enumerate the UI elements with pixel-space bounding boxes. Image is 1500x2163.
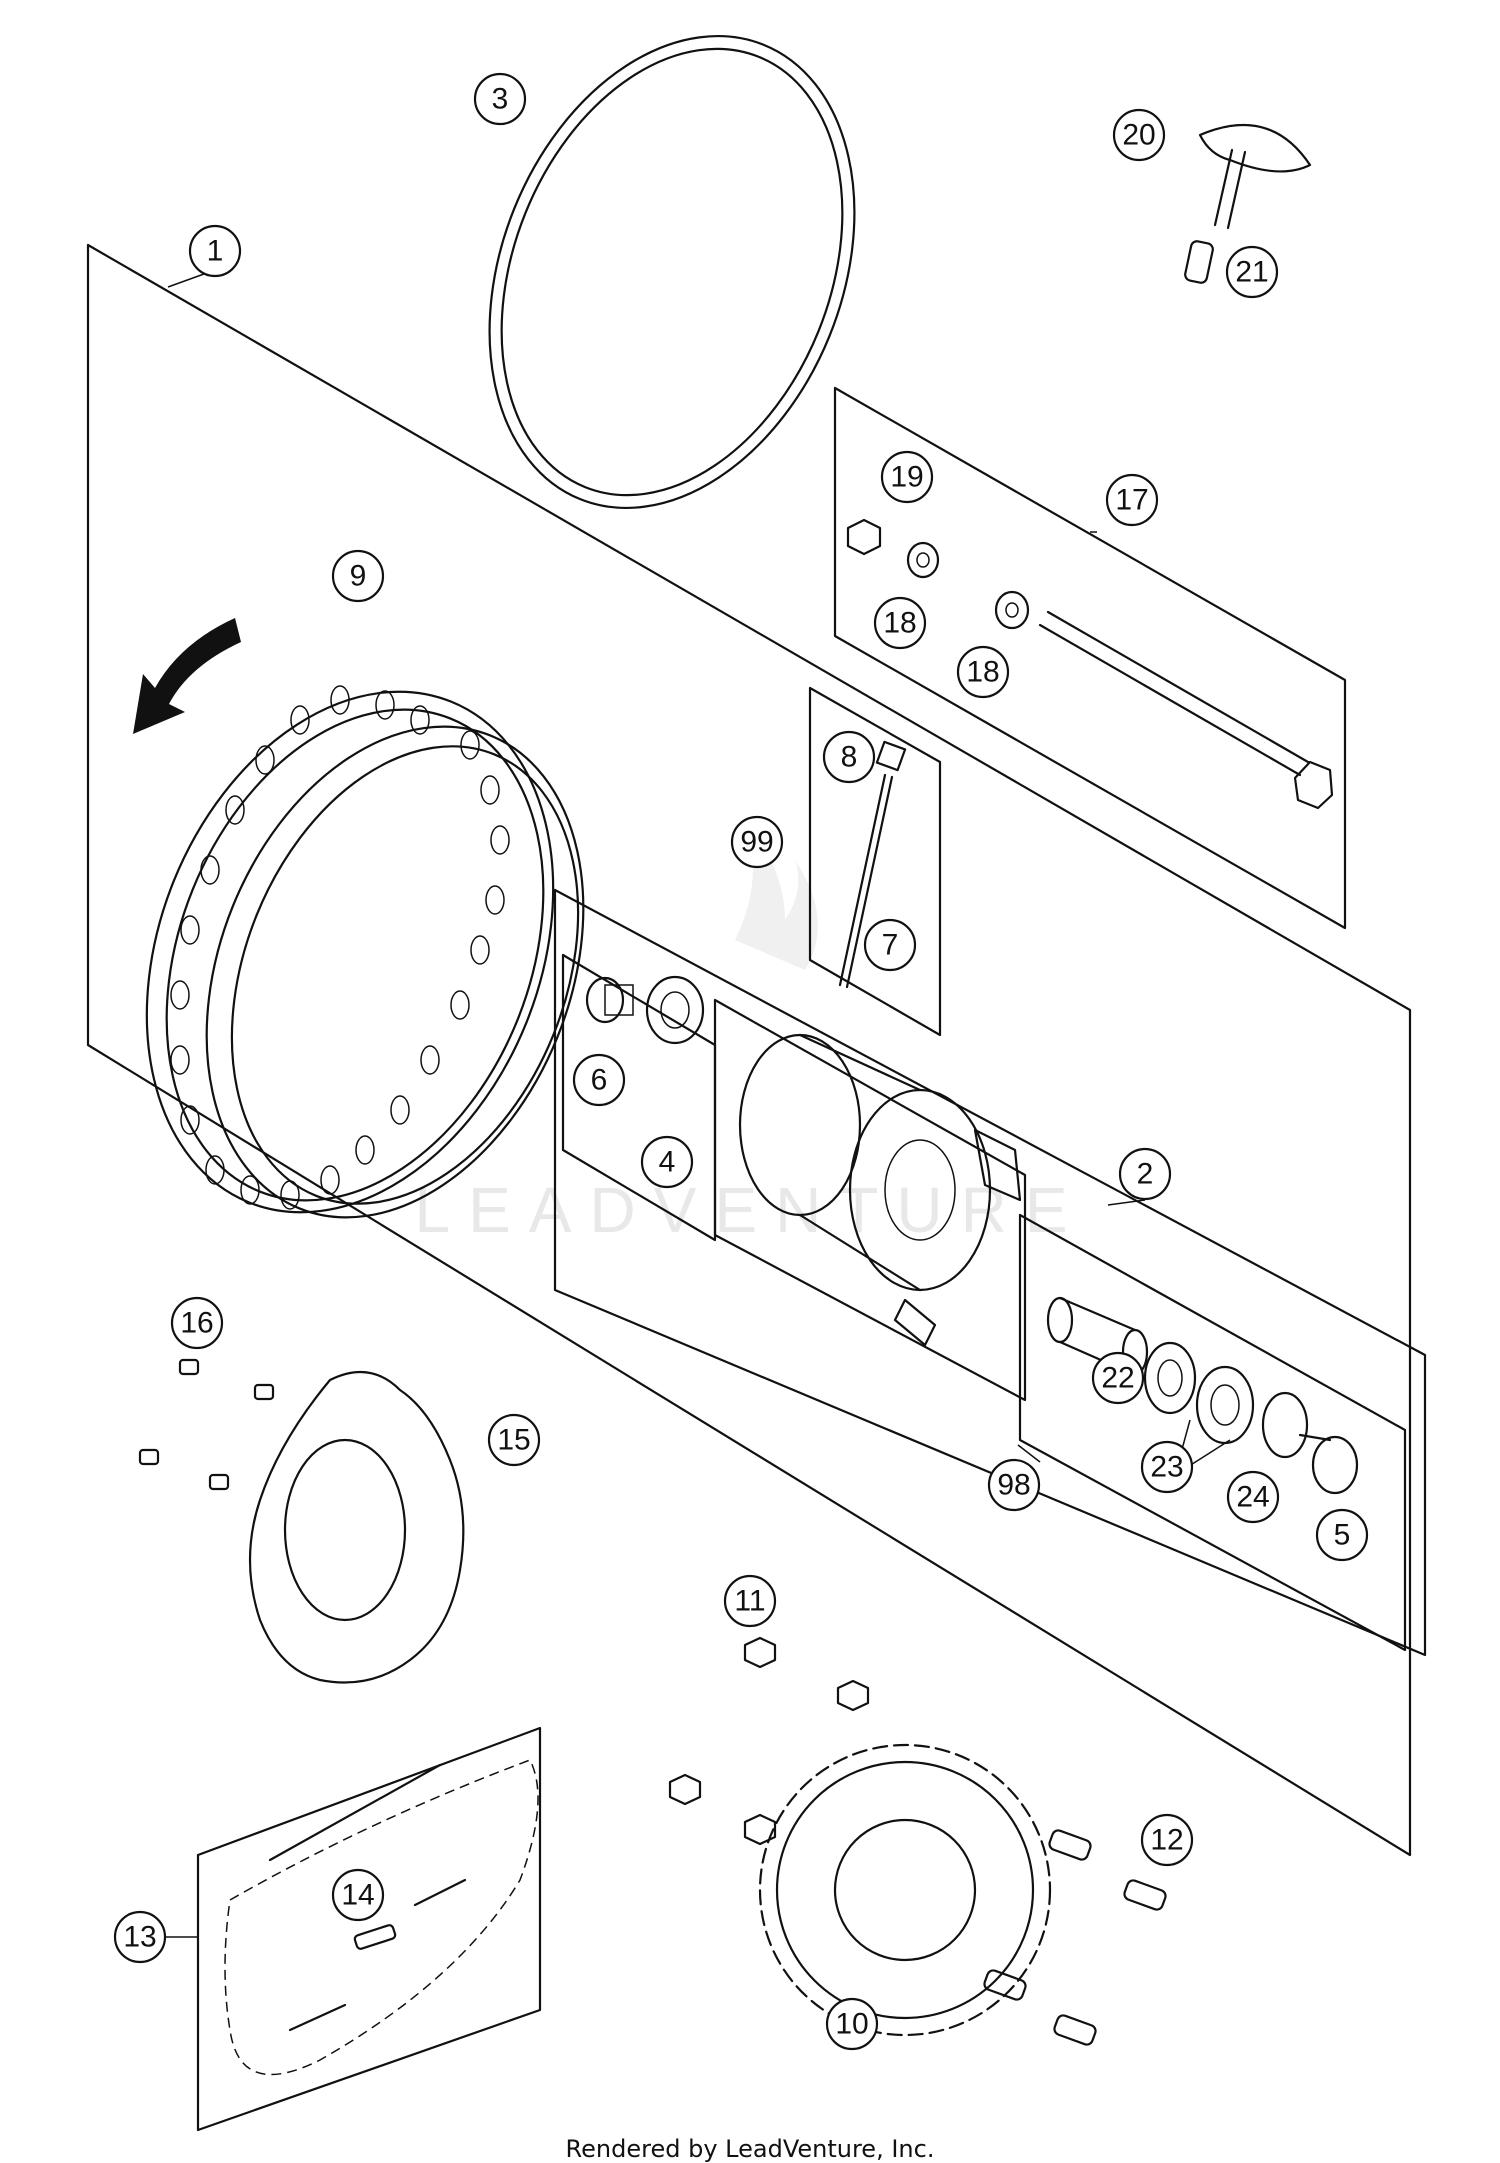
leadventure-watermark: LEADVENTURE: [415, 820, 1086, 1246]
svg-text:19: 19: [890, 461, 923, 494]
svg-text:99: 99: [740, 826, 773, 859]
sprocket-bolts: [983, 1829, 1167, 2046]
rim-tape: [488, 34, 856, 510]
svg-text:24: 24: [1236, 1481, 1269, 1514]
hub-assembly-frame: [553, 888, 1427, 1657]
chain-frame: [196, 1726, 542, 2132]
svg-text:16: 16: [180, 1307, 213, 1340]
callout-21[interactable]: 21: [1225, 245, 1279, 299]
valve-tool: [1184, 123, 1312, 284]
chain: [224, 1759, 539, 2076]
callout-11[interactable]: 11: [723, 1574, 777, 1628]
svg-text:7: 7: [882, 929, 899, 962]
callout-10[interactable]: 10: [825, 1997, 879, 2051]
svg-text:10: 10: [835, 2008, 868, 2041]
svg-text:12: 12: [1150, 1824, 1183, 1857]
hub: [738, 1033, 1022, 1347]
wheel-assembly-frame: [86, 243, 1412, 1857]
callout-1[interactable]: 1: [188, 224, 242, 278]
callout-18a[interactable]: 18: [873, 596, 927, 650]
svg-text:18: 18: [883, 607, 916, 640]
svg-text:21: 21: [1235, 256, 1268, 289]
leader-lines: [165, 269, 1231, 1938]
spoke-set-frame: [808, 686, 942, 1037]
spoke: [838, 740, 907, 989]
svg-text:23: 23: [1150, 1451, 1183, 1484]
callout-22[interactable]: 22: [1091, 1351, 1145, 1405]
svg-text:13: 13: [123, 1921, 156, 1954]
callout-6[interactable]: 6: [572, 1053, 626, 1107]
sprocket-nuts: [668, 1636, 870, 1846]
svg-text:15: 15: [497, 1424, 530, 1457]
callout-20[interactable]: 20: [1112, 108, 1166, 162]
callout-9[interactable]: 9: [331, 549, 385, 603]
callout-5[interactable]: 5: [1315, 1508, 1369, 1562]
svg-text:9: 9: [350, 560, 367, 593]
svg-text:11: 11: [734, 1585, 765, 1618]
svg-text:22: 22: [1101, 1362, 1134, 1395]
callout-14[interactable]: 14: [331, 1868, 385, 1922]
callout-16[interactable]: 16: [170, 1296, 224, 1350]
callout-12[interactable]: 12: [1140, 1813, 1194, 1867]
svg-text:5: 5: [1334, 1519, 1351, 1552]
rotation-arrow-icon: [133, 618, 241, 734]
callout-18b[interactable]: 18: [956, 645, 1010, 699]
brake-disc: [138, 1358, 465, 1684]
sprocket: [668, 1636, 1167, 2046]
callout-99[interactable]: 99: [730, 815, 784, 869]
callout-13[interactable]: 13: [113, 1910, 167, 1964]
callout-3[interactable]: 3: [473, 72, 527, 126]
svg-text:2: 2: [1137, 1158, 1154, 1191]
spacer-and-bearing: [585, 975, 705, 1045]
svg-text:14: 14: [341, 1879, 374, 1912]
callout-24[interactable]: 24: [1226, 1470, 1280, 1524]
bearing-set-frame: [1018, 1213, 1407, 1652]
svg-text:6: 6: [591, 1064, 608, 1097]
callout-19[interactable]: 19: [880, 450, 934, 504]
svg-text:8: 8: [841, 741, 858, 774]
spacer-bearing-frame: [561, 953, 717, 1242]
svg-text:98: 98: [997, 1469, 1030, 1502]
watermark-text: LEADVENTURE: [415, 1174, 1086, 1246]
callout-8[interactable]: 8: [822, 730, 876, 784]
axle-kit-frame: [833, 386, 1347, 930]
rim: [145, 685, 585, 1219]
svg-text:17: 17: [1115, 484, 1148, 517]
callout-2[interactable]: 2: [1118, 1147, 1172, 1201]
callouts: 1 2 3 4 5 6 7 8 9 10 11 12 13 14 15 16 1…: [113, 72, 1369, 2051]
axle-parts: [846, 518, 1334, 810]
svg-text:1: 1: [207, 235, 224, 268]
bearings-and-seals: [1046, 1296, 1359, 1495]
svg-text:18: 18: [966, 656, 999, 689]
svg-text:3: 3: [492, 83, 509, 116]
svg-text:4: 4: [659, 1146, 676, 1179]
callout-15[interactable]: 15: [487, 1413, 541, 1467]
disc-bolts: [138, 1358, 275, 1491]
callout-23[interactable]: 23: [1140, 1440, 1194, 1494]
footer-credit: Rendered by LeadVenture, Inc.: [565, 2135, 935, 2163]
callout-7[interactable]: 7: [863, 918, 917, 972]
callout-17[interactable]: 17: [1105, 473, 1159, 527]
callout-98[interactable]: 98: [987, 1458, 1041, 1512]
callout-4[interactable]: 4: [640, 1135, 694, 1189]
svg-text:20: 20: [1122, 119, 1155, 152]
